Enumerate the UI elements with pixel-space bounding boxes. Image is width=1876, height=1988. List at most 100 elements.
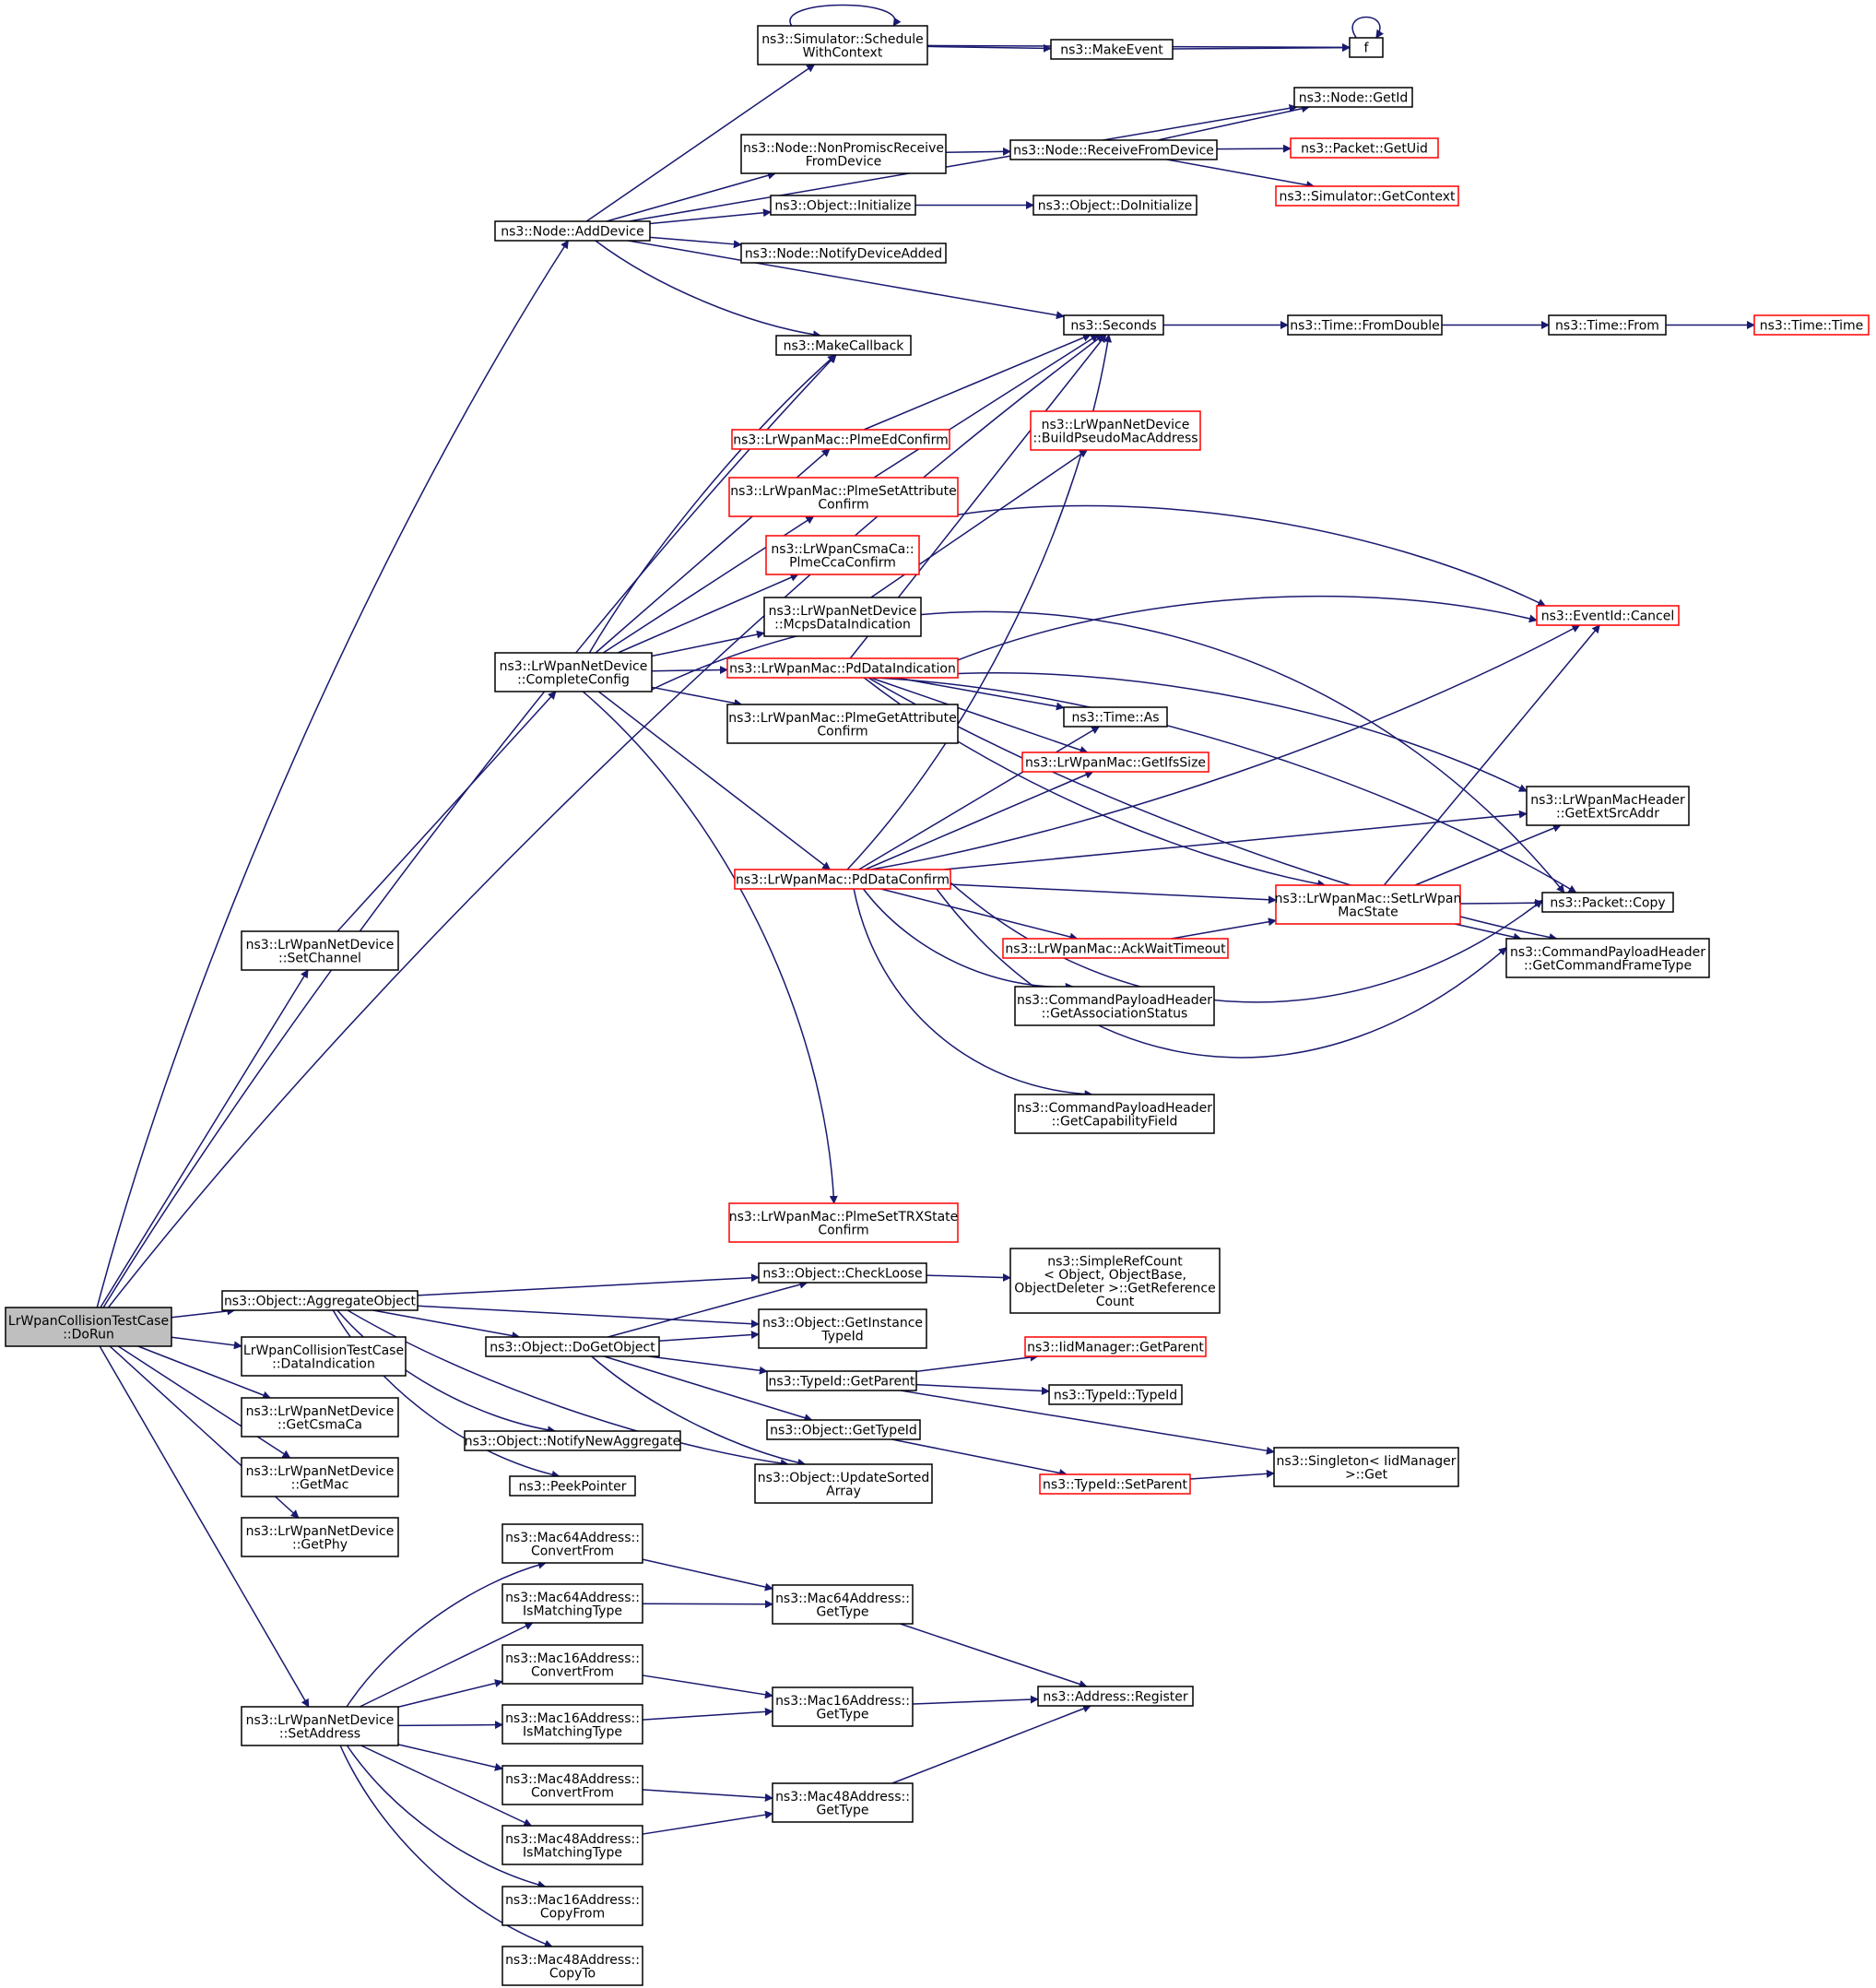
- function-node-mac64IsMatch[interactable]: ns3::Mac64Address::IsMatchingType: [501, 1583, 643, 1624]
- call-edge-completeConfig-to-mcpsDataInd: [651, 630, 765, 657]
- function-node-mcpsDataInd[interactable]: ns3::LrWpanNetDevice::McpsDataIndication: [763, 597, 922, 637]
- function-node-mac16CopyFrom[interactable]: ns3::Mac16Address::CopyFrom: [501, 1886, 643, 1926]
- function-node-setAddress[interactable]: ns3::LrWpanNetDevice::SetAddress: [241, 1706, 399, 1746]
- function-node-mac16GetType[interactable]: ns3::Mac16Address::GetType: [772, 1686, 914, 1727]
- function-node-packetCopy[interactable]: ns3::Packet::Copy: [1541, 892, 1674, 913]
- function-node-getMac[interactable]: ns3::LrWpanNetDevice::GetMac: [241, 1457, 399, 1497]
- call-edge-addDevice-to-notifyDeviceAdded: [649, 236, 742, 249]
- function-node-ackWait[interactable]: ns3::LrWpanMac::AckWaitTimeout: [1002, 938, 1229, 959]
- call-edge-objGetTypeId-to-typeIdSetParent: [891, 1438, 1068, 1477]
- function-node-mac16Convert[interactable]: ns3::Mac16Address::ConvertFrom: [501, 1644, 643, 1685]
- call-edge-typeIdGetParent-to-singletonGet: [900, 1390, 1275, 1455]
- function-node-aggregate[interactable]: ns3::Object::AggregateObject: [221, 1290, 419, 1311]
- function-node-pdDataInd[interactable]: ns3::LrWpanMac::PdDataIndication: [726, 657, 959, 679]
- function-node-dataIndication[interactable]: LrWpanCollisionTestCase::DataIndication: [241, 1336, 407, 1377]
- node-label-line: ::GetAssociationStatus: [1042, 1006, 1188, 1021]
- function-node-pdDataConfirm[interactable]: ns3::LrWpanMac::PdDataConfirm: [734, 869, 951, 890]
- call-edge-root-to-dataIndication: [171, 1336, 242, 1350]
- function-node-mac64Convert[interactable]: ns3::Mac64Address::ConvertFrom: [501, 1523, 643, 1564]
- function-node-iidGetParent[interactable]: ns3::IidManager::GetParent: [1024, 1336, 1207, 1357]
- function-node-getUid[interactable]: ns3::Packet::GetUid: [1290, 137, 1439, 159]
- function-node-mac48CopyTo[interactable]: ns3::Mac48Address::CopyTo: [501, 1946, 643, 1986]
- node-box: [1287, 314, 1443, 336]
- function-node-notifyNewAggregate[interactable]: ns3::Object::NotifyNewAggregate: [464, 1430, 681, 1451]
- node-label-line: ns3::TypeId::SetParent: [1043, 1478, 1187, 1493]
- function-node-notifyDeviceAdded[interactable]: ns3::Node::NotifyDeviceAdded: [740, 243, 947, 264]
- function-node-timeAs[interactable]: ns3::Time::As: [1063, 706, 1168, 728]
- node-box: [1039, 1473, 1191, 1495]
- function-node-getCapField[interactable]: ns3::CommandPayloadHeader::GetCapability…: [1014, 1094, 1215, 1134]
- function-node-mac48Convert[interactable]: ns3::Mac48Address::ConvertFrom: [501, 1765, 643, 1805]
- node-box: [740, 134, 947, 174]
- function-node-getExtSrcAddr[interactable]: ns3::LrWpanMacHeader::GetExtSrcAddr: [1526, 786, 1690, 826]
- node-label-line: ns3::LrWpanNetDevice: [246, 1524, 395, 1539]
- function-node-plmeEdConfirm[interactable]: ns3::LrWpanMac::PlmeEdConfirm: [731, 429, 950, 450]
- function-node-typeIdTypeId[interactable]: ns3::TypeId::TypeId: [1048, 1384, 1183, 1405]
- function-node-timeFrom[interactable]: ns3::Time::From: [1548, 314, 1667, 336]
- function-node-typeIdSetParent[interactable]: ns3::TypeId::SetParent: [1039, 1473, 1191, 1495]
- function-node-simpleRefCount[interactable]: ns3::SimpleRefCount< Object, ObjectBase,…: [1009, 1248, 1221, 1314]
- function-node-mac16IsMatch[interactable]: ns3::Mac16Address::IsMatchingType: [501, 1704, 643, 1745]
- function-node-addDevice[interactable]: ns3::Node::AddDevice: [494, 220, 651, 242]
- function-node-objInitialize[interactable]: ns3::Object::Initialize: [770, 195, 916, 216]
- node-box: [772, 1584, 914, 1625]
- function-node-timeTime[interactable]: ns3::Time::Time: [1753, 314, 1870, 336]
- function-node-plmeCcaConfirm[interactable]: ns3::LrWpanCsmaCa::PlmeCcaConfirm: [765, 535, 920, 575]
- node-box: [501, 1886, 643, 1926]
- function-node-root[interactable]: LrWpanCollisionTestCase::DoRun: [5, 1307, 172, 1347]
- function-node-buildPseudo[interactable]: ns3::LrWpanNetDevice::BuildPseudoMacAddr…: [1030, 410, 1201, 451]
- node-label-line: ns3::CommandPayloadHeader: [1017, 993, 1212, 1008]
- function-node-makeCallback[interactable]: ns3::MakeCallback: [775, 335, 912, 356]
- node-label-line: ns3::Node::NotifyDeviceAdded: [745, 247, 942, 262]
- node-label-line: ns3::LrWpanNetDevice: [769, 604, 917, 619]
- node-label-line: CopyFrom: [540, 1906, 605, 1921]
- node-box: [1032, 195, 1198, 216]
- function-node-addrRegister[interactable]: ns3::Address::Register: [1037, 1686, 1194, 1707]
- function-node-mac48IsMatch[interactable]: ns3::Mac48Address::IsMatchingType: [501, 1825, 643, 1865]
- function-node-setChannel[interactable]: ns3::LrWpanNetDevice::SetChannel: [241, 930, 399, 971]
- function-node-f[interactable]: f: [1349, 37, 1384, 58]
- function-node-getPhy[interactable]: ns3::LrWpanNetDevice::GetPhy: [241, 1517, 399, 1557]
- function-node-seconds[interactable]: ns3::Seconds: [1063, 314, 1164, 336]
- function-node-makeEvent[interactable]: ns3::MakeEvent: [1050, 39, 1174, 60]
- node-label-line: ::DataIndication: [272, 1356, 375, 1371]
- node-label-line: ::CompleteConfig: [517, 672, 630, 687]
- node-label-line: ns3::LrWpanMac::PlmeEdConfirm: [733, 433, 949, 448]
- function-node-getAssocStatus[interactable]: ns3::CommandPayloadHeader::GetAssociatio…: [1014, 986, 1215, 1026]
- function-node-getContext[interactable]: ns3::Simulator::GetContext: [1275, 185, 1459, 207]
- function-node-objGetTypeId[interactable]: ns3::Object::GetTypeId: [766, 1419, 921, 1440]
- function-node-singletonGet[interactable]: ns3::Singleton< IidManager>::Get: [1273, 1447, 1459, 1487]
- function-node-typeIdGetParent[interactable]: ns3::TypeId::GetParent: [766, 1370, 917, 1391]
- function-node-getCsmaCa[interactable]: ns3::LrWpanNetDevice::GetCsmaCa: [241, 1397, 399, 1438]
- function-node-fromDouble[interactable]: ns3::Time::FromDouble: [1287, 314, 1443, 336]
- node-box: [241, 1397, 399, 1438]
- function-node-getCmdFrameType[interactable]: ns3::CommandPayloadHeader::GetCommandFra…: [1505, 938, 1710, 978]
- call-edge-setLrWpanMacState-to-packetCopy: [1459, 898, 1543, 907]
- node-box: [1541, 892, 1674, 913]
- function-node-getId[interactable]: ns3::Node::GetId: [1293, 87, 1413, 108]
- function-node-mac64GetType[interactable]: ns3::Mac64Address::GetType: [772, 1584, 914, 1625]
- function-node-mac48GetType[interactable]: ns3::Mac48Address::GetType: [772, 1782, 914, 1823]
- node-box: [766, 1370, 917, 1391]
- function-node-peekPointer[interactable]: ns3::PeekPointer: [509, 1475, 636, 1497]
- function-node-doGetObject[interactable]: ns3::Object::DoGetObject: [485, 1336, 660, 1357]
- function-node-getIfsSize[interactable]: ns3::LrWpanMac::GetIfsSize: [1021, 751, 1209, 773]
- function-node-completeConfig[interactable]: ns3::LrWpanNetDevice::CompleteConfig: [494, 652, 653, 692]
- function-node-doInitialize[interactable]: ns3::Object::DoInitialize: [1032, 195, 1198, 216]
- function-node-receiveFromDevice[interactable]: ns3::Node::ReceiveFromDevice: [1009, 139, 1218, 160]
- node-label-line: IsMatchingType: [523, 1603, 622, 1618]
- function-node-eventCancel[interactable]: ns3::EventId::Cancel: [1536, 605, 1680, 626]
- function-node-checkLoose[interactable]: ns3::Object::CheckLoose: [758, 1262, 927, 1284]
- node-label-line: ns3::LrWpanMac::PlmeSetTRXState: [729, 1210, 959, 1225]
- node-box: [734, 869, 951, 890]
- call-edge-aggregate-to-getInstanceTypeId: [417, 1305, 760, 1329]
- node-box: [765, 535, 920, 575]
